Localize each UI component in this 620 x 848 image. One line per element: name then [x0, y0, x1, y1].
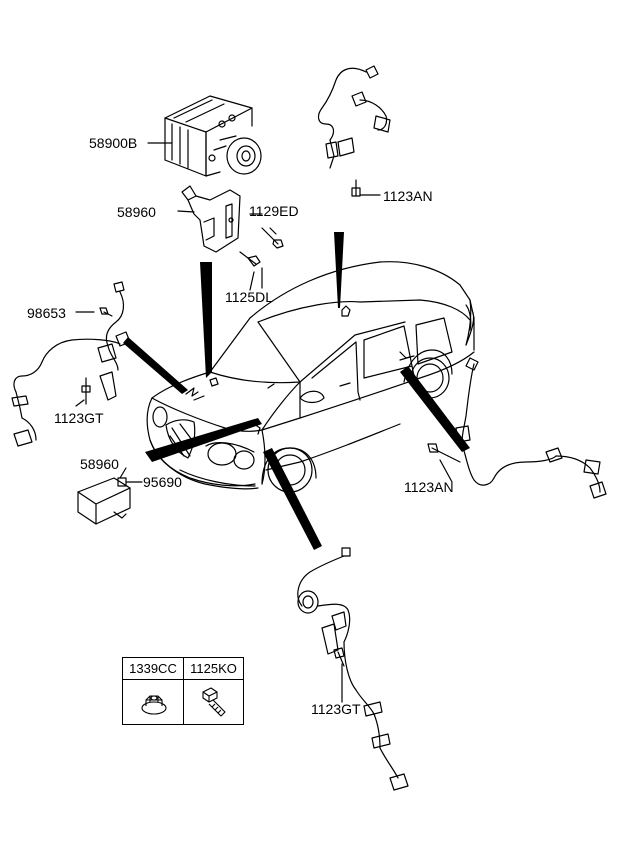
- callout-58960-bracket: 58960: [117, 204, 156, 220]
- callout-98653: 98653: [27, 305, 66, 321]
- rear-right-sensor-harness: [427, 357, 607, 499]
- callout-1123an-top: 1123AN: [383, 188, 433, 204]
- callout-58960-module: 58960: [80, 456, 119, 472]
- flange-nut-icon: [141, 695, 167, 715]
- rear-sensor-harness-top: [317, 65, 391, 197]
- callout-1123gt-left: 1123GT: [54, 410, 104, 426]
- leader-lines: [75, 213, 453, 703]
- leader-wedges: [123, 232, 470, 550]
- callout-1129ed: 1129ED: [249, 203, 299, 219]
- car-body: [146, 261, 475, 493]
- fastener-table: 1339CC 1125KO: [122, 657, 244, 725]
- front-left-sensor-harness: [11, 281, 131, 447]
- bolt-icon: [202, 687, 226, 717]
- abs-control-module: [77, 477, 143, 525]
- callout-1123gt-right: 1123GT: [311, 701, 361, 717]
- abs-hydraulic-unit: [147, 95, 262, 177]
- callout-1125dl: 1125DL: [225, 289, 274, 305]
- table-divider: [183, 680, 184, 724]
- callout-1123an-right: 1123AN: [404, 479, 454, 495]
- fastener-header-1339cc: 1339CC: [123, 658, 184, 680]
- bolts-top: [239, 227, 284, 289]
- callout-95690: 95690: [143, 474, 182, 490]
- fastener-header-1125ko: 1125KO: [184, 658, 243, 680]
- callout-58900b: 58900B: [89, 135, 138, 151]
- front-right-sensor-harness: [297, 547, 409, 791]
- abs-bracket: [177, 185, 241, 253]
